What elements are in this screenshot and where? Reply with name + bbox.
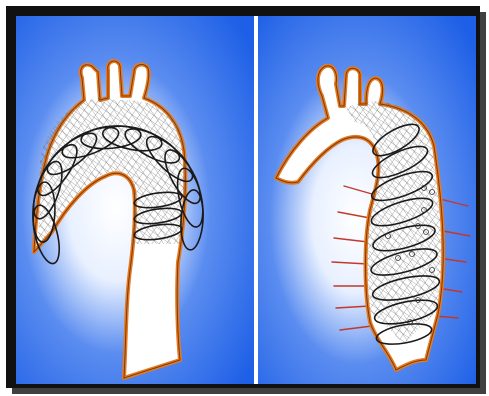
panel-divider (254, 16, 258, 384)
